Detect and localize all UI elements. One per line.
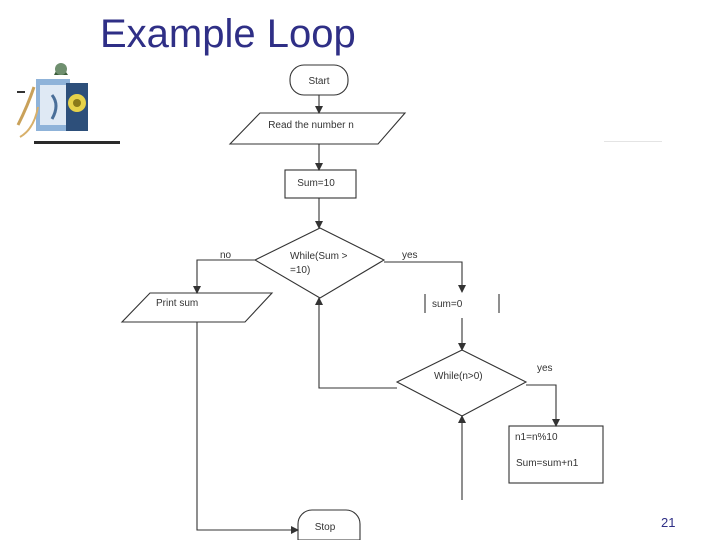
loop-body-line1: n1=n%10 (515, 432, 558, 443)
decorative-line (604, 141, 662, 142)
stop-terminal (297, 509, 361, 540)
stop-label: Stop (315, 522, 336, 533)
loop-body-process (508, 425, 604, 484)
inner-loop-back-connector (315, 297, 397, 389)
start-label: Start (308, 76, 329, 87)
read-label: Read the number n (268, 120, 354, 131)
yes-label-inner: yes (537, 363, 553, 374)
clipart-logo-icon (16, 63, 88, 138)
print-to-stop-connector (196, 322, 299, 534)
yes-label-outer: yes (402, 250, 418, 261)
slide-title: Example Loop (100, 12, 356, 56)
print-sum-parallelogram (120, 292, 274, 323)
sum-init-label: Sum=10 (297, 178, 335, 189)
print-sum-label: Print sum (156, 298, 198, 309)
inner-condition-label: While(n>0) (434, 371, 483, 382)
yes-branch-connector (384, 261, 466, 293)
no-label: no (220, 250, 232, 261)
outer-while-decision (253, 227, 386, 299)
loop-body-line2: Sum=sum+n1 (516, 458, 579, 469)
read-input-parallelogram (228, 112, 407, 145)
no-branch-connector (193, 259, 255, 294)
inner-yes-connector (526, 384, 560, 427)
sum-zero-label: sum=0 (432, 299, 463, 310)
outer-condition-line2: =10) (290, 265, 310, 276)
outer-condition-line1: While(Sum > (290, 251, 348, 262)
inner-while-decision (395, 349, 528, 417)
logo-underline (34, 141, 120, 144)
slide-number: 21 (661, 515, 676, 530)
